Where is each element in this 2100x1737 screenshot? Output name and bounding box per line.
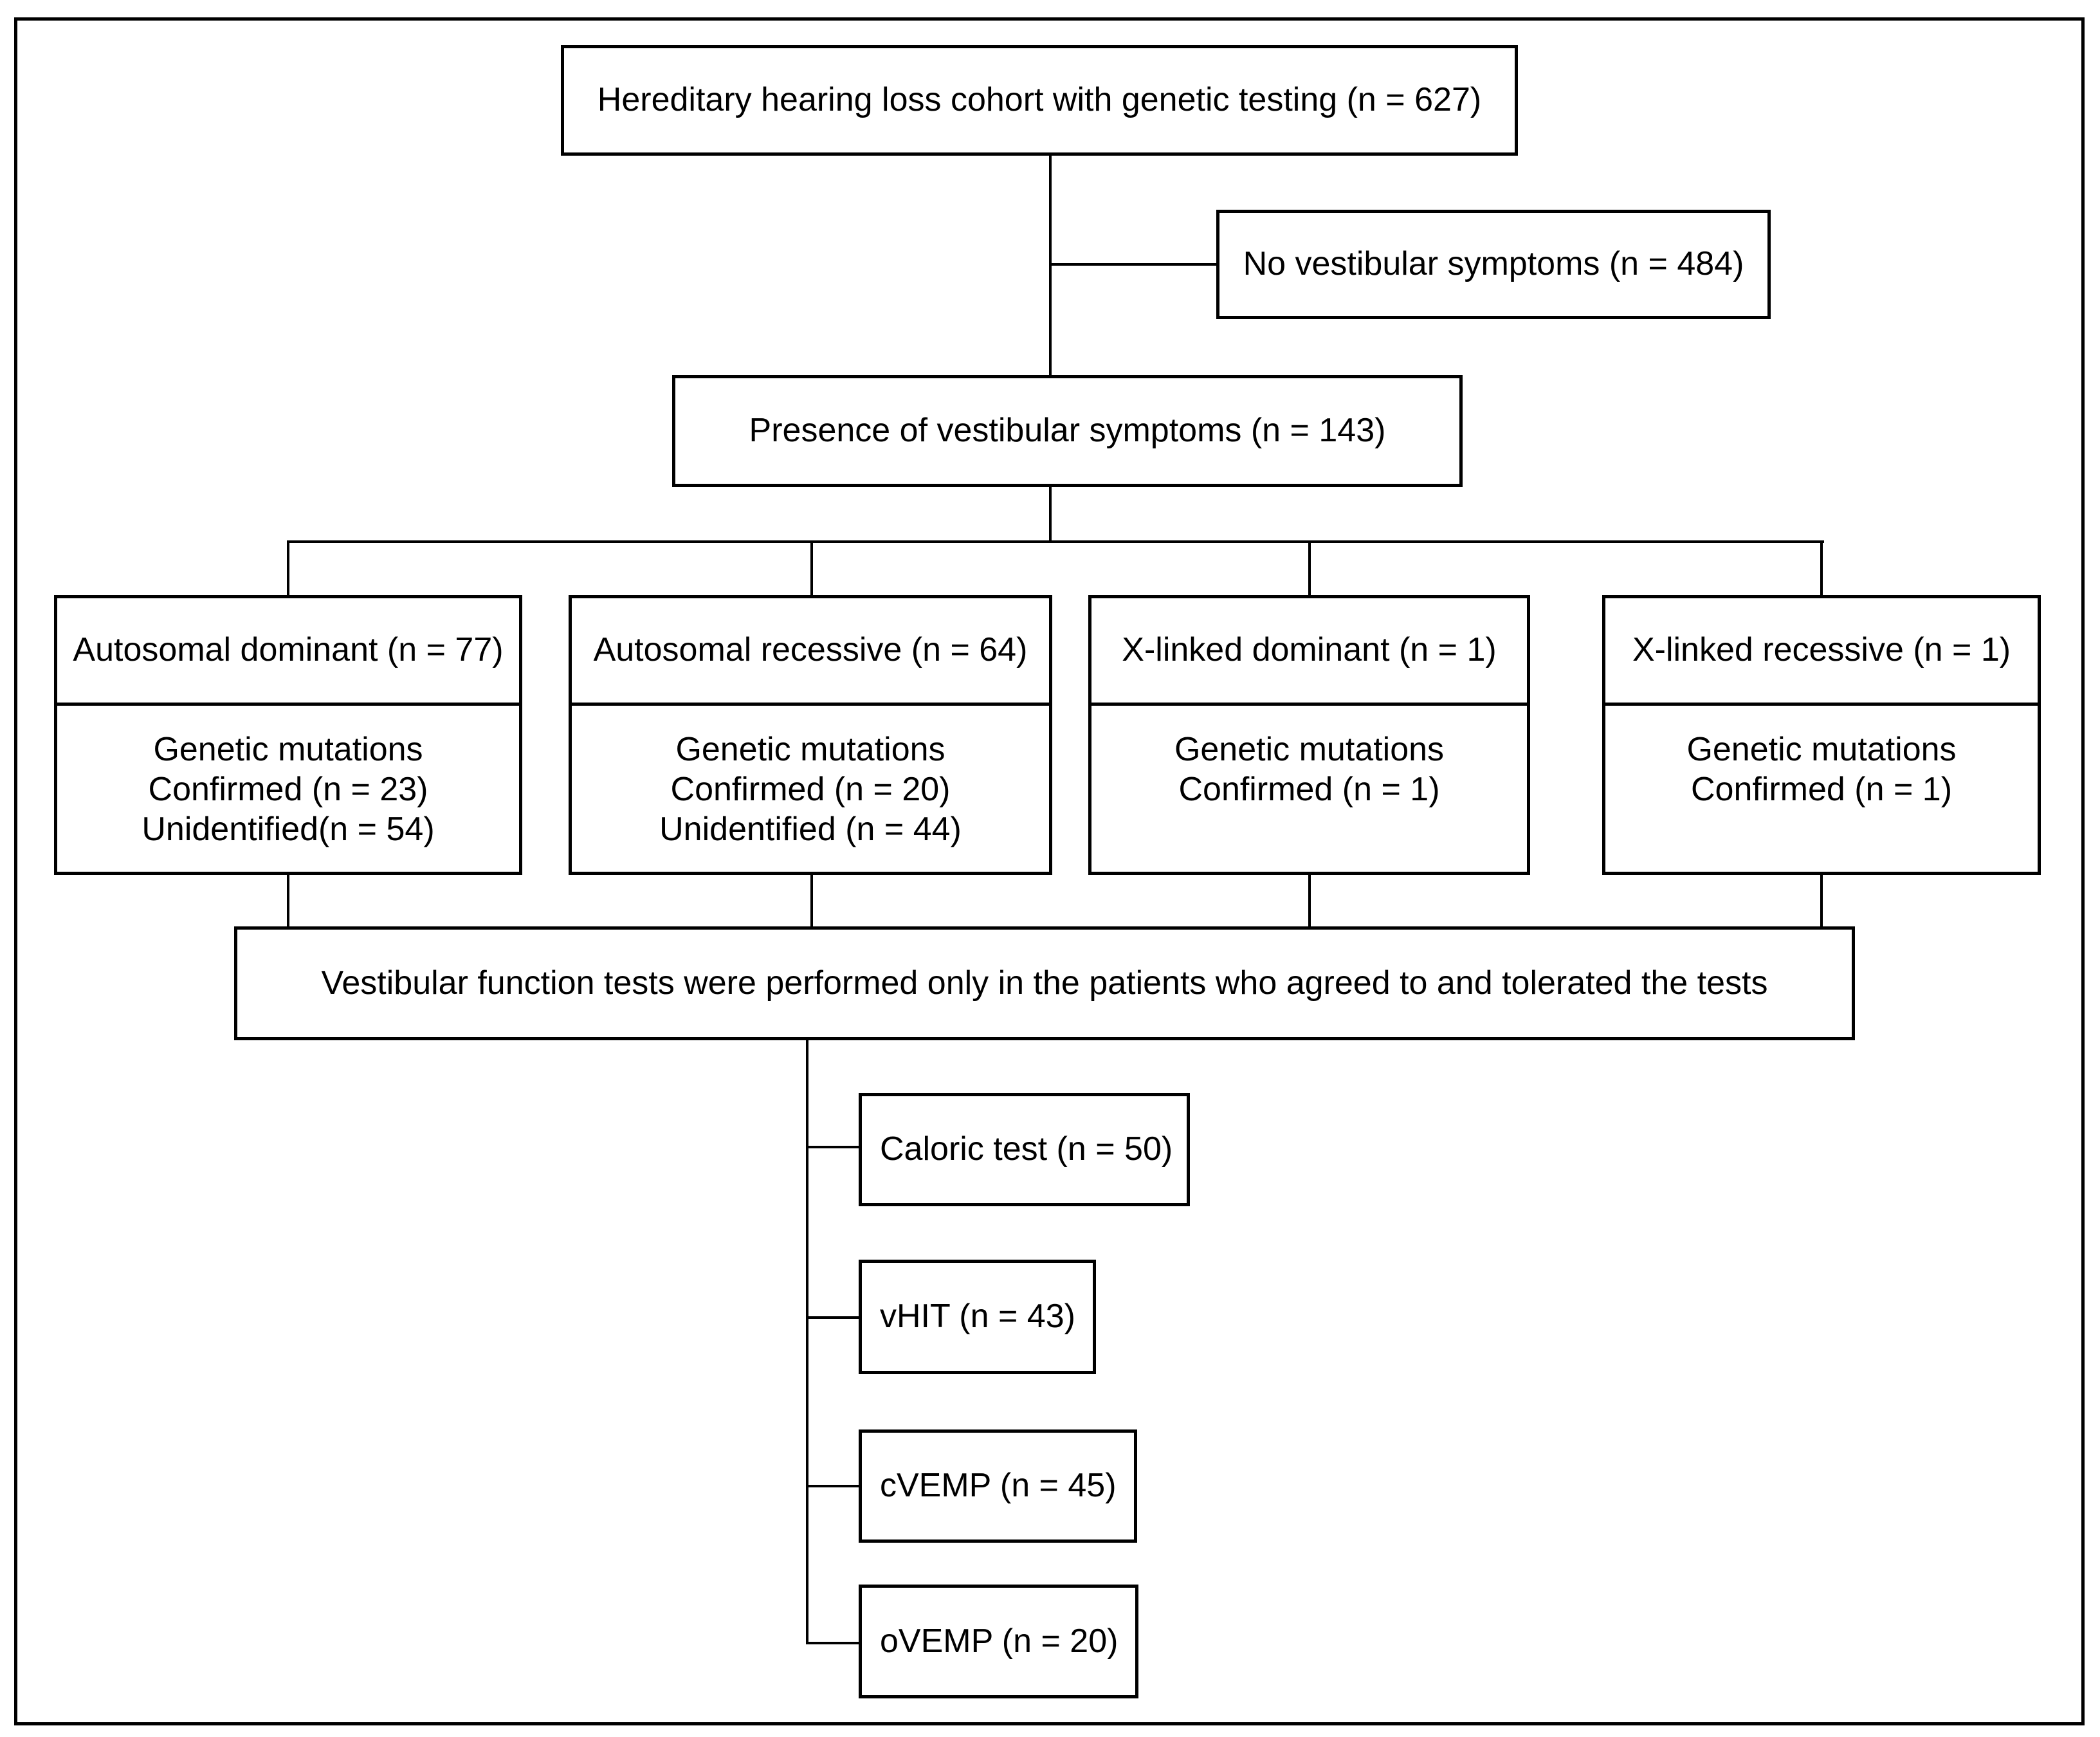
connector-presence-to-split: [1049, 486, 1052, 543]
node-title-label: X-linked dominant (n = 1): [1122, 631, 1497, 669]
detail-line: Confirmed (n = 1): [1178, 771, 1440, 808]
node-caloric-label: Caloric test (n = 50): [880, 1130, 1173, 1168]
connector-drop-autosomal-dominant: [287, 540, 289, 597]
node-cohort-label: Hereditary hearing loss cohort with gene…: [597, 81, 1482, 119]
node-vhit-label: vHIT (n = 43): [880, 1298, 1075, 1336]
detail-line: Genetic mutations: [675, 731, 945, 768]
connector-drop-xlinked-recessive: [1820, 540, 1823, 597]
node-note-label: Vestibular function tests were performed…: [321, 964, 1768, 1002]
node-vhit-test: vHIT (n = 43): [859, 1260, 1096, 1374]
connector-split-horizontal: [287, 540, 1824, 543]
detail-line: Genetic mutations: [1174, 731, 1445, 768]
node-xlinked-recessive-title: X-linked recessive (n = 1): [1605, 598, 2038, 706]
detail-line: Genetic mutations: [153, 731, 423, 768]
connector-stub-ovemp: [806, 1642, 860, 1644]
node-autosomal-dominant-detail: Genetic mutations Confirmed (n = 23) Uni…: [57, 706, 519, 872]
node-title-label: Autosomal recessive (n = 64): [593, 631, 1028, 669]
node-title-label: X-linked recessive (n = 1): [1632, 631, 2011, 669]
connector-xlinked-dominant-to-note: [1308, 874, 1311, 928]
connector-stub-cvemp: [806, 1485, 860, 1487]
node-caloric-test: Caloric test (n = 50): [859, 1093, 1190, 1206]
node-cvemp-label: cVEMP (n = 45): [880, 1467, 1117, 1505]
node-xlinked-dominant: X-linked dominant (n = 1) Genetic mutati…: [1088, 595, 1530, 875]
connector-drop-autosomal-recessive: [810, 540, 813, 597]
detail-line: Unidentified (n = 44): [659, 811, 962, 848]
connector-note-to-tests: [806, 1039, 808, 1644]
connector-autosomal-dominant-to-note: [287, 874, 289, 928]
node-autosomal-recessive-title: Autosomal recessive (n = 64): [572, 598, 1049, 706]
node-xlinked-recessive: X-linked recessive (n = 1) Genetic mutat…: [1602, 595, 2041, 875]
detail-line: Confirmed (n = 23): [148, 771, 428, 808]
node-autosomal-recessive-detail: Genetic mutations Confirmed (n = 20) Uni…: [572, 706, 1049, 872]
node-xlinked-dominant-detail: Genetic mutations Confirmed (n = 1): [1091, 706, 1527, 872]
detail-line: Unidentified(n = 54): [142, 811, 435, 848]
detail-line: Confirmed (n = 1): [1690, 771, 1953, 808]
node-vestibular-tests-note: Vestibular function tests were performed…: [234, 926, 1855, 1040]
node-autosomal-dominant: Autosomal dominant (n = 77) Genetic muta…: [54, 595, 522, 875]
node-cvemp-test: cVEMP (n = 45): [859, 1429, 1137, 1543]
node-presence-label: Presence of vestibular symptoms (n = 143…: [749, 412, 1386, 450]
node-cohort: Hereditary hearing loss cohort with gene…: [561, 45, 1518, 156]
connector-xlinked-recessive-to-note: [1820, 874, 1823, 928]
node-xlinked-recessive-detail: Genetic mutations Confirmed (n = 1): [1605, 706, 2038, 872]
node-autosomal-dominant-title: Autosomal dominant (n = 77): [57, 598, 519, 706]
connector-drop-xlinked-dominant: [1308, 540, 1311, 597]
detail-line: Confirmed (n = 20): [670, 771, 951, 808]
connector-branch-no-vestibular: [1049, 263, 1218, 266]
node-title-label: Autosomal dominant (n = 77): [73, 631, 504, 669]
node-no-vestibular-label: No vestibular symptoms (n = 484): [1243, 245, 1744, 283]
node-no-vestibular-symptoms: No vestibular symptoms (n = 484): [1216, 210, 1771, 319]
node-autosomal-recessive: Autosomal recessive (n = 64) Genetic mut…: [569, 595, 1052, 875]
connector-autosomal-recessive-to-note: [810, 874, 813, 928]
figure-border-frame: [14, 17, 2085, 1725]
detail-line: Genetic mutations: [1686, 731, 1957, 768]
node-presence-vestibular-symptoms: Presence of vestibular symptoms (n = 143…: [672, 375, 1463, 487]
node-ovemp-label: oVEMP (n = 20): [880, 1622, 1118, 1660]
connector-stub-caloric: [806, 1146, 860, 1148]
connector-stub-vhit: [806, 1316, 860, 1319]
node-ovemp-test: oVEMP (n = 20): [859, 1585, 1138, 1698]
node-xlinked-dominant-title: X-linked dominant (n = 1): [1091, 598, 1527, 706]
